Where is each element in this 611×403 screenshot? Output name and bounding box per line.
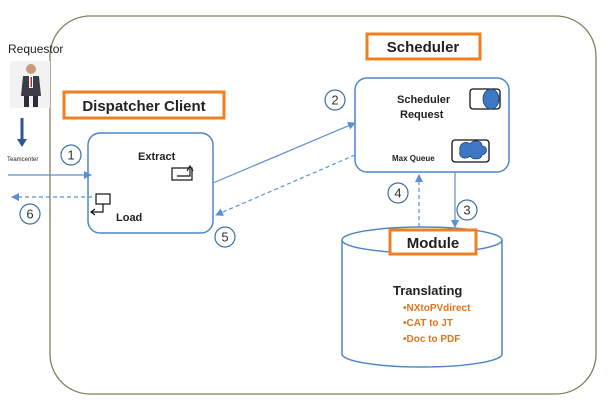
requestor-label: Requestor [8, 42, 63, 56]
system-boundary [49, 15, 597, 395]
arrow-step-5 [215, 154, 356, 216]
step-5-badge: 5 [214, 226, 236, 248]
step-4-number: 4 [394, 185, 401, 200]
extract-label: Extract [138, 151, 176, 163]
module-heading: Translating [393, 283, 462, 298]
dispatcher-client-title-box [62, 90, 226, 120]
scheduler-request-line1: Scheduler [397, 94, 451, 106]
queue-cloud-icon [451, 139, 490, 163]
step-3-badge: 3 [456, 199, 478, 221]
module-item-cat-to-jt: •CAT to JT [403, 318, 453, 329]
module-title-box [388, 228, 478, 256]
step-4-badge: 4 [387, 182, 409, 204]
load-label: Load [116, 212, 142, 224]
step-2-number: 2 [331, 92, 338, 107]
step-5-number: 5 [221, 229, 228, 244]
extract-icon [171, 164, 194, 181]
scheduler-request-line2: Request [400, 109, 444, 121]
dispatcher-client-box [87, 132, 214, 234]
teamcenter-label: Teamcenter [7, 157, 38, 163]
step-2-badge: 2 [324, 89, 346, 111]
step-6-number: 6 [26, 206, 33, 221]
arrow-step-2 [212, 122, 356, 184]
max-queue-label: Max Queue [392, 154, 435, 163]
person-icon [10, 61, 50, 108]
request-icon [469, 88, 501, 110]
module-item-nxtopvdirect: •NXtoPVdirect [403, 303, 471, 314]
step-1-number: 1 [67, 147, 74, 162]
module-item-doc-to-pdf: •Doc to PDF [403, 334, 460, 345]
module-title: Module [407, 235, 460, 252]
scheduler-title-box [365, 32, 482, 61]
step-3-number: 3 [463, 202, 470, 217]
step-6-badge: 6 [19, 203, 41, 225]
scheduler-title: Scheduler [387, 39, 460, 56]
dispatcher-client-title: Dispatcher Client [82, 98, 205, 115]
step-1-badge: 1 [60, 144, 82, 166]
load-icon [90, 193, 111, 216]
